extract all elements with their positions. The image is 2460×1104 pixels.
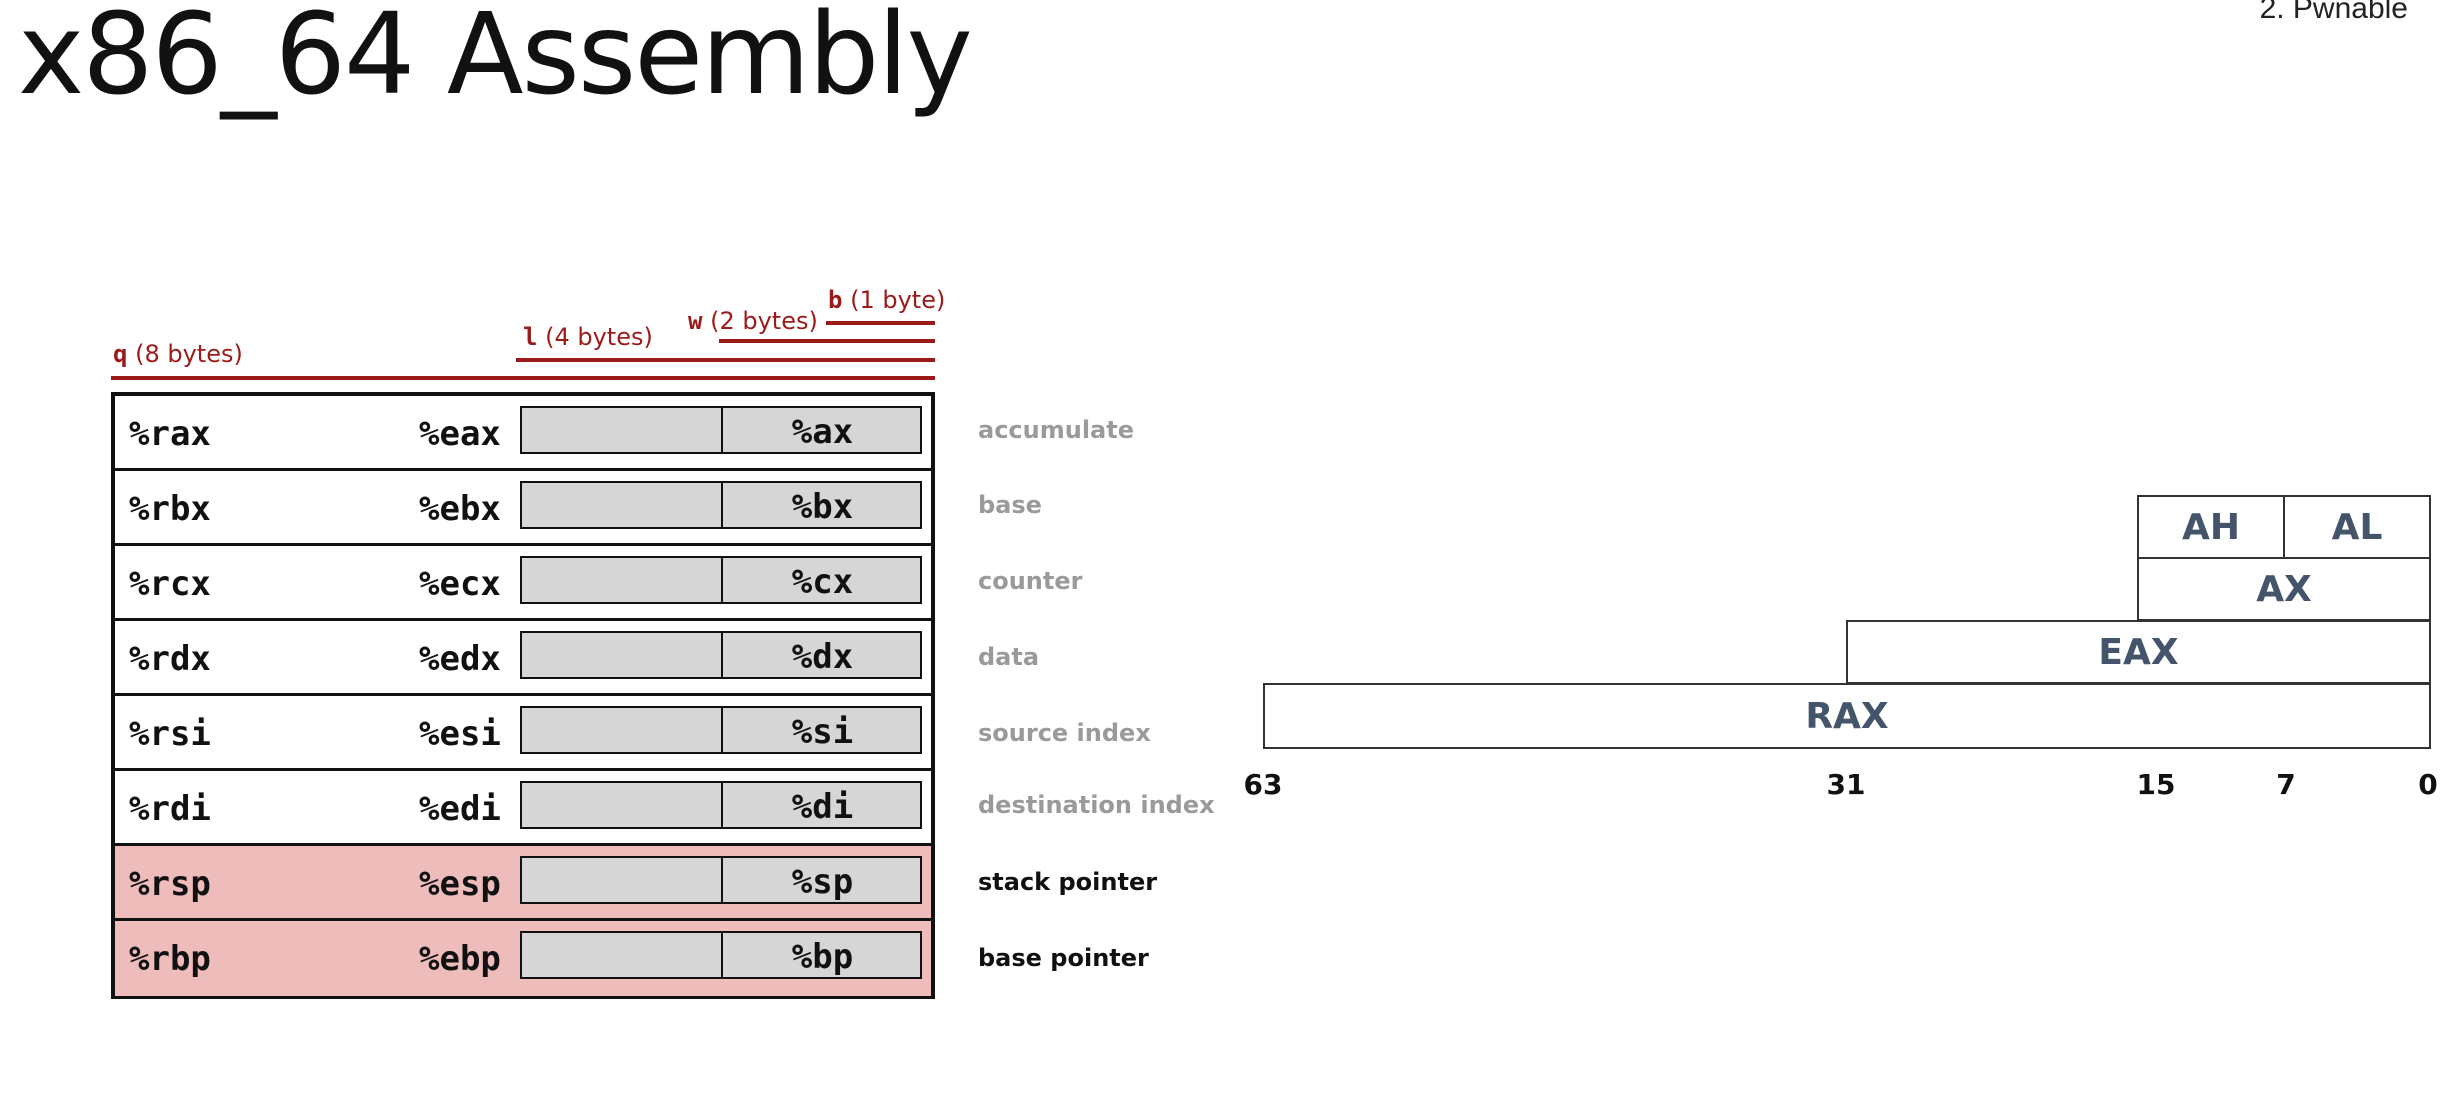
register-description: base: [978, 491, 1042, 519]
register-row: %rbx %ebx %bx: [115, 471, 931, 546]
register-16: %sp: [791, 862, 854, 902]
size-text: (2 bytes): [710, 307, 818, 335]
size-label-q: q (8 bytes): [113, 342, 243, 366]
size-label-b: b (1 byte): [828, 288, 945, 312]
sub-register-box: %sp: [520, 856, 922, 904]
register-row: %rdi %edi %di: [115, 771, 931, 846]
register-64: %rax: [129, 414, 211, 454]
block-al: AL: [2283, 495, 2431, 559]
register-64: %rbx: [129, 489, 211, 529]
register-64: %rcx: [129, 564, 211, 604]
register-16: %bp: [791, 937, 854, 977]
register-16: %di: [791, 787, 854, 827]
size-label-w: w (2 bytes): [688, 309, 818, 333]
block-rax: RAX: [1263, 683, 2431, 749]
register-description: stack pointer: [978, 868, 1158, 896]
size-letter: l: [523, 323, 538, 351]
block-ax: AX: [2137, 557, 2431, 621]
register-16: %dx: [791, 637, 854, 677]
block-eax: EAX: [1846, 620, 2431, 684]
register-description: base pointer: [978, 944, 1149, 972]
register-32: %edx: [419, 639, 501, 679]
sub-register-box: %di: [520, 781, 922, 829]
register-description: counter: [978, 567, 1083, 595]
sub-register-box: %si: [520, 706, 922, 754]
register-description: destination index: [978, 791, 1215, 819]
sub-register-box: %bp: [520, 931, 922, 979]
register-description: source index: [978, 719, 1151, 747]
register-row: %rsi %esi %si: [115, 696, 931, 771]
register-32: %esi: [419, 714, 501, 754]
size-text: (8 bytes): [135, 340, 243, 368]
bit-position: 15: [2136, 768, 2176, 801]
bit-position: 63: [1243, 768, 1283, 801]
register-32: %ebx: [419, 489, 501, 529]
size-letter: b: [828, 286, 843, 314]
register-16: %si: [791, 712, 854, 752]
register-row-highlighted: %rsp %esp %sp: [115, 846, 931, 921]
size-text: (1 byte): [850, 286, 946, 314]
register-row: %rax %eax %ax: [115, 396, 931, 471]
sub-register-box: %ax: [520, 406, 922, 454]
register-table: %rax %eax %ax %rbx %ebx %bx %rcx %ecx %c…: [111, 392, 935, 999]
size-letter: w: [688, 307, 703, 335]
page-title: x86_64 Assembly: [18, 0, 973, 120]
register-32: %esp: [419, 864, 501, 904]
size-bar-w: [719, 339, 935, 343]
register-64: %rbp: [129, 939, 211, 979]
register-16: %ax: [791, 412, 854, 452]
register-64: %rdx: [129, 639, 211, 679]
bit-position: 0: [2418, 768, 2438, 801]
register-description: accumulate: [978, 416, 1134, 444]
register-description: data: [978, 643, 1040, 671]
size-label-l: l (4 bytes): [523, 325, 653, 349]
register-16: %cx: [791, 562, 854, 602]
register-32: %edi: [419, 789, 501, 829]
register-row: %rcx %ecx %cx: [115, 546, 931, 621]
sub-register-box: %dx: [520, 631, 922, 679]
register-row: %rdx %edx %dx: [115, 621, 931, 696]
block-ah: AH: [2137, 495, 2285, 559]
register-row-highlighted: %rbp %ebp %bp: [115, 921, 931, 996]
register-32: %ecx: [419, 564, 501, 604]
sub-register-box: %bx: [520, 481, 922, 529]
size-text: (4 bytes): [545, 323, 653, 351]
size-letter: q: [113, 340, 128, 368]
size-bar-b: [826, 321, 935, 325]
register-32: %ebp: [419, 939, 501, 979]
register-16: %bx: [791, 487, 854, 527]
register-64: %rdi: [129, 789, 211, 829]
register-64: %rsi: [129, 714, 211, 754]
size-bar-q: [111, 376, 935, 380]
sub-register-box: %cx: [520, 556, 922, 604]
bit-position: 31: [1826, 768, 1866, 801]
size-bar-l: [516, 358, 935, 362]
bit-position: 7: [2276, 768, 2296, 801]
register-32: %eax: [419, 414, 501, 454]
section-label: 2. Pwnable: [2259, 0, 2408, 25]
register-64: %rsp: [129, 864, 211, 904]
